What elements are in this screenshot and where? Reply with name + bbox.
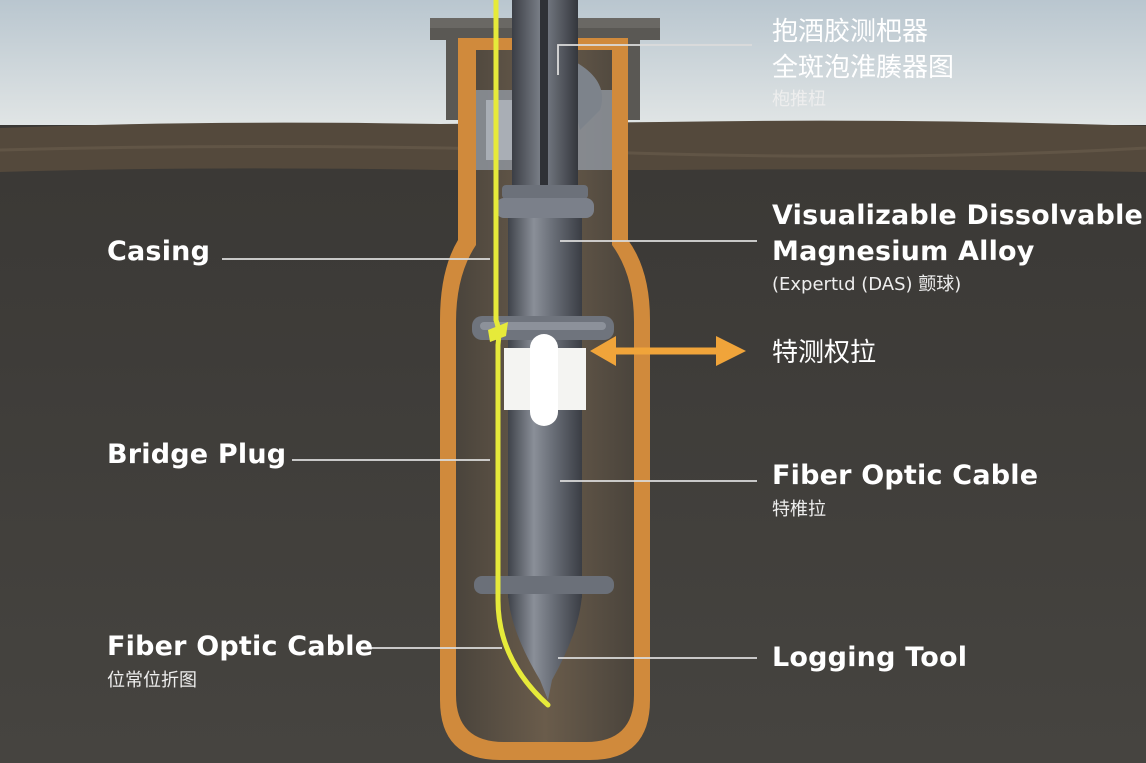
tool-tip (508, 594, 582, 700)
label-top-right-line2: 全斑泡淮腠器图 (772, 53, 955, 83)
tool-top-ring (496, 198, 594, 218)
pipe-cable (540, 0, 548, 185)
label-logging-tool: Logging Tool (772, 642, 968, 673)
bridge-plug-seal-knob (530, 334, 558, 426)
tool-top-collar (502, 185, 588, 199)
label-casing: Casing (107, 236, 211, 267)
label-arrow: 特测权拉 (772, 338, 877, 368)
label-fiber-right-line1: Fiber Optic Cable (772, 460, 1039, 491)
leader-top-right (557, 44, 752, 75)
label-top-right-line1: 抱酒胶测杷器 (772, 17, 929, 47)
fiber-clamp (488, 322, 508, 342)
label-fiber-left-line1: Fiber Optic Cable (107, 631, 374, 662)
leader-lines (222, 44, 757, 659)
label-fiber-right-line2: 特椎拉 (772, 499, 826, 520)
label-fiber-left-line2: 位常位折图 (107, 670, 197, 691)
label-magnesium-line2: Magnesium Alloy (772, 236, 1035, 267)
label-magnesium-line3: (Expertɩd (DAS) 颤球) (772, 274, 962, 295)
label-magnesium-line1: Visualizable Dissolvable (772, 200, 1144, 231)
label-bridge-plug: Bridge Plug (107, 439, 287, 470)
measurement-arrow-icon (590, 336, 746, 366)
fitting-bracket (570, 60, 603, 130)
tool-mid-ring-highlight (480, 322, 606, 330)
tool-bottom-ring (474, 576, 614, 594)
fitting-plate (486, 100, 516, 160)
label-top-right-line3: 枹推杻 (772, 89, 826, 110)
